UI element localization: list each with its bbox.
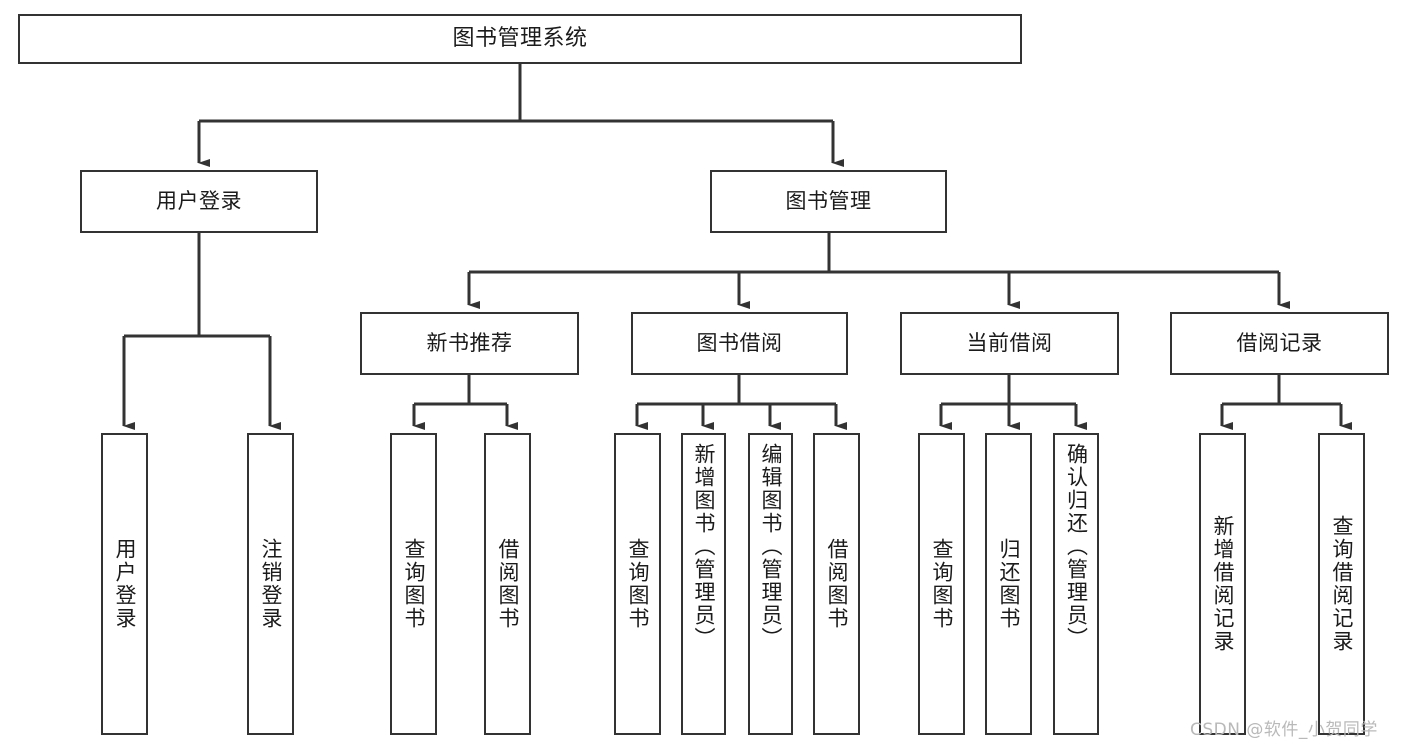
node-user-login[interactable]: 用户登录: [80, 170, 318, 233]
node-label: 图书借阅: [696, 331, 783, 356]
node-label: 编辑图书（管理员）: [759, 443, 783, 650]
node-label: 查询图书: [626, 538, 650, 630]
node-label: 借阅记录: [1236, 331, 1323, 356]
node-label: 查询借阅记录: [1330, 515, 1354, 653]
node-label: 新书推荐: [426, 331, 513, 356]
watermark-text: CSDN @软件_小贺同学: [1190, 720, 1378, 740]
node-label: 查询图书: [402, 538, 426, 630]
leaf-edit-book-admin[interactable]: 编辑图书（管理员）: [748, 433, 793, 735]
node-book-management[interactable]: 图书管理: [710, 170, 947, 233]
leaf-add-borrow-record[interactable]: 新增借阅记录: [1199, 433, 1246, 735]
node-label: 新增借阅记录: [1211, 515, 1235, 653]
node-label: 归还图书: [997, 538, 1021, 630]
leaf-logout[interactable]: 注销登录: [247, 433, 294, 735]
leaf-return-book[interactable]: 归还图书: [985, 433, 1032, 735]
leaf-query-borrow-record[interactable]: 查询借阅记录: [1318, 433, 1365, 735]
leaf-borrow-book[interactable]: 借阅图书: [813, 433, 860, 735]
leaf-borrow-book-recommend[interactable]: 借阅图书: [484, 433, 531, 735]
leaf-query-book-borrow[interactable]: 查询图书: [614, 433, 661, 735]
node-label: 确认归还（管理员）: [1064, 443, 1089, 650]
leaf-confirm-return-admin[interactable]: 确认归还（管理员）: [1053, 433, 1099, 735]
leaf-user-login[interactable]: 用户登录: [101, 433, 148, 735]
node-new-book-recommend[interactable]: 新书推荐: [360, 312, 579, 375]
leaf-query-book-recommend[interactable]: 查询图书: [390, 433, 437, 735]
node-label: 借阅图书: [496, 538, 520, 630]
node-label: 用户登录: [156, 189, 242, 214]
node-label: 图书管理系统: [452, 26, 588, 52]
node-root-system[interactable]: 图书管理系统: [18, 14, 1022, 64]
node-label: 用户登录: [113, 538, 137, 630]
node-current-borrow[interactable]: 当前借阅: [900, 312, 1119, 375]
node-label: 查询图书: [930, 538, 954, 630]
node-label: 注销登录: [259, 538, 283, 630]
node-borrow-record[interactable]: 借阅记录: [1170, 312, 1389, 375]
node-label: 当前借阅: [966, 331, 1053, 356]
leaf-query-book-current[interactable]: 查询图书: [918, 433, 965, 735]
node-label: 借阅图书: [825, 538, 849, 630]
node-label: 图书管理: [785, 189, 872, 214]
node-label: 新增图书（管理员）: [692, 443, 716, 650]
node-book-borrow[interactable]: 图书借阅: [631, 312, 848, 375]
leaf-add-book-admin[interactable]: 新增图书（管理员）: [681, 433, 726, 735]
